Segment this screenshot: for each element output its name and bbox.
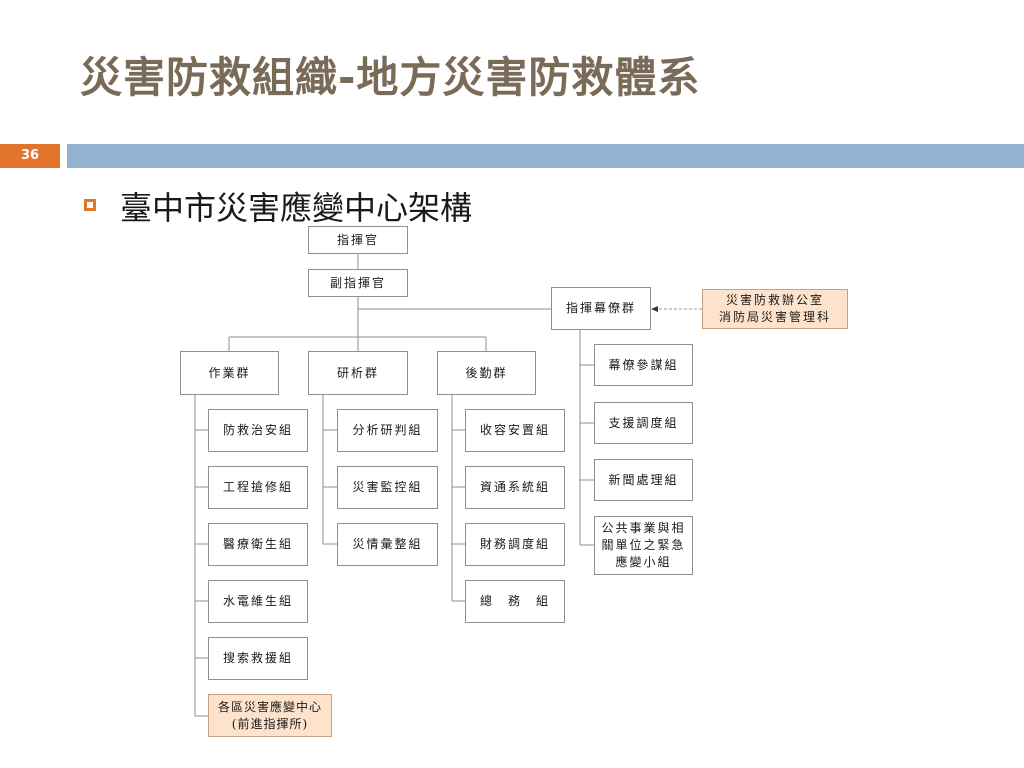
box-ops-unit: 工程搶修組	[208, 466, 308, 509]
box-ops-unit: 防救治安組	[208, 409, 308, 452]
box-research-unit: 災情彙整組	[337, 523, 438, 566]
arrow-left-icon	[651, 306, 658, 312]
box-research-unit: 分析研判組	[337, 409, 438, 452]
box-ops-unit: 醫療衛生組	[208, 523, 308, 566]
box-logistics-unit: 收容安置組	[465, 409, 565, 452]
slide-subtitle: 臺中市災害應變中心架構	[120, 189, 473, 227]
box-operations-group: 作業群	[180, 351, 279, 395]
box-logistics-unit: 財務調度組	[465, 523, 565, 566]
box-logistics-group: 後勤群	[437, 351, 536, 395]
box-staff-unit: 幕僚參謀組	[594, 344, 693, 386]
box-deputy-commander: 副指揮官	[308, 269, 408, 297]
page-number-bar	[0, 144, 60, 168]
box-staff-group: 指揮幕僚群	[551, 287, 651, 330]
page-number: 36	[20, 148, 40, 163]
box-ops-unit: 水電維生組	[208, 580, 308, 623]
title-divider-bar	[67, 144, 1024, 168]
slide-title: 災害防救組織-地方災害防救體系	[80, 53, 701, 102]
box-disaster-office: 災害防救辦公室 消防局災害管理科	[702, 289, 848, 329]
square-bullet-icon	[84, 199, 96, 211]
box-logistics-unit: 總 務 組	[465, 580, 565, 623]
box-district-center: 各區災害應變中心 (前進指揮所)	[208, 694, 332, 737]
box-ops-unit: 搜索救援組	[208, 637, 308, 680]
box-research-unit: 災害監控組	[337, 466, 438, 509]
box-staff-unit: 支援調度組	[594, 402, 693, 444]
box-research-group: 研析群	[308, 351, 408, 395]
box-staff-unit-emergency: 公共事業與相 關單位之緊急 應變小組	[594, 516, 693, 575]
box-staff-unit: 新聞處理組	[594, 459, 693, 501]
box-commander: 指揮官	[308, 226, 408, 254]
box-logistics-unit: 資通系統組	[465, 466, 565, 509]
